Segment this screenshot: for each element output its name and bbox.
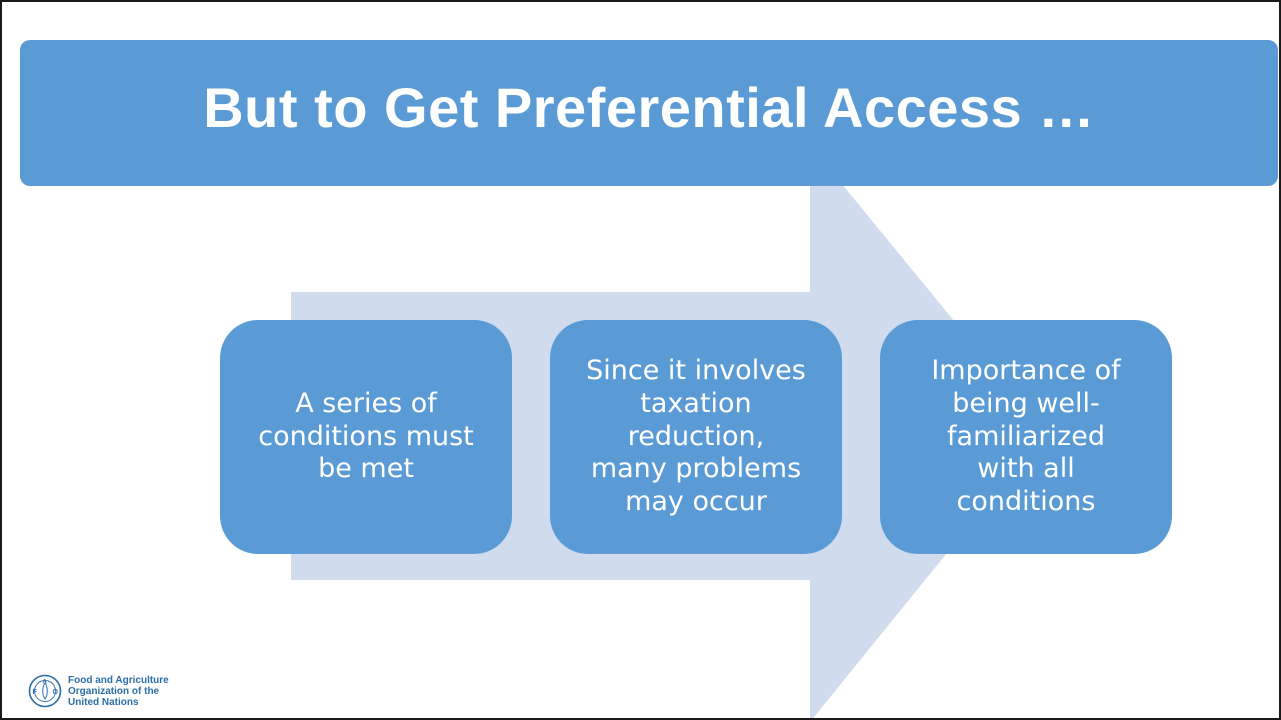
svg-text:A: A — [43, 680, 48, 686]
step-box-2-text: Since it involves taxation reduction, ma… — [586, 354, 806, 518]
step-box-2: Since it involves taxation reduction, ma… — [550, 320, 842, 554]
slide-title: But to Get Preferential Access … — [203, 75, 1095, 139]
logo-line-2: Organization of the — [68, 685, 160, 697]
step-box-1: A series of conditions must be met — [220, 320, 512, 554]
step-box-1-text: A series of conditions must be met — [258, 387, 474, 485]
fao-emblem-icon: F A O — [28, 674, 62, 708]
logo-line-1: Food and Agriculture — [68, 674, 169, 686]
fao-logo-text: Food and Agriculture Organization of the… — [68, 675, 169, 708]
title-bar: But to Get Preferential Access … — [20, 40, 1278, 186]
step-box-3: Importance of being well- familiarized w… — [880, 320, 1172, 554]
svg-text:F: F — [33, 689, 38, 696]
step-box-3-text: Importance of being well- familiarized w… — [931, 354, 1121, 518]
svg-text:O: O — [53, 689, 59, 696]
logo-line-3: United Nations — [68, 696, 139, 708]
fao-logo: F A O Food and Agriculture Organization … — [28, 674, 169, 708]
